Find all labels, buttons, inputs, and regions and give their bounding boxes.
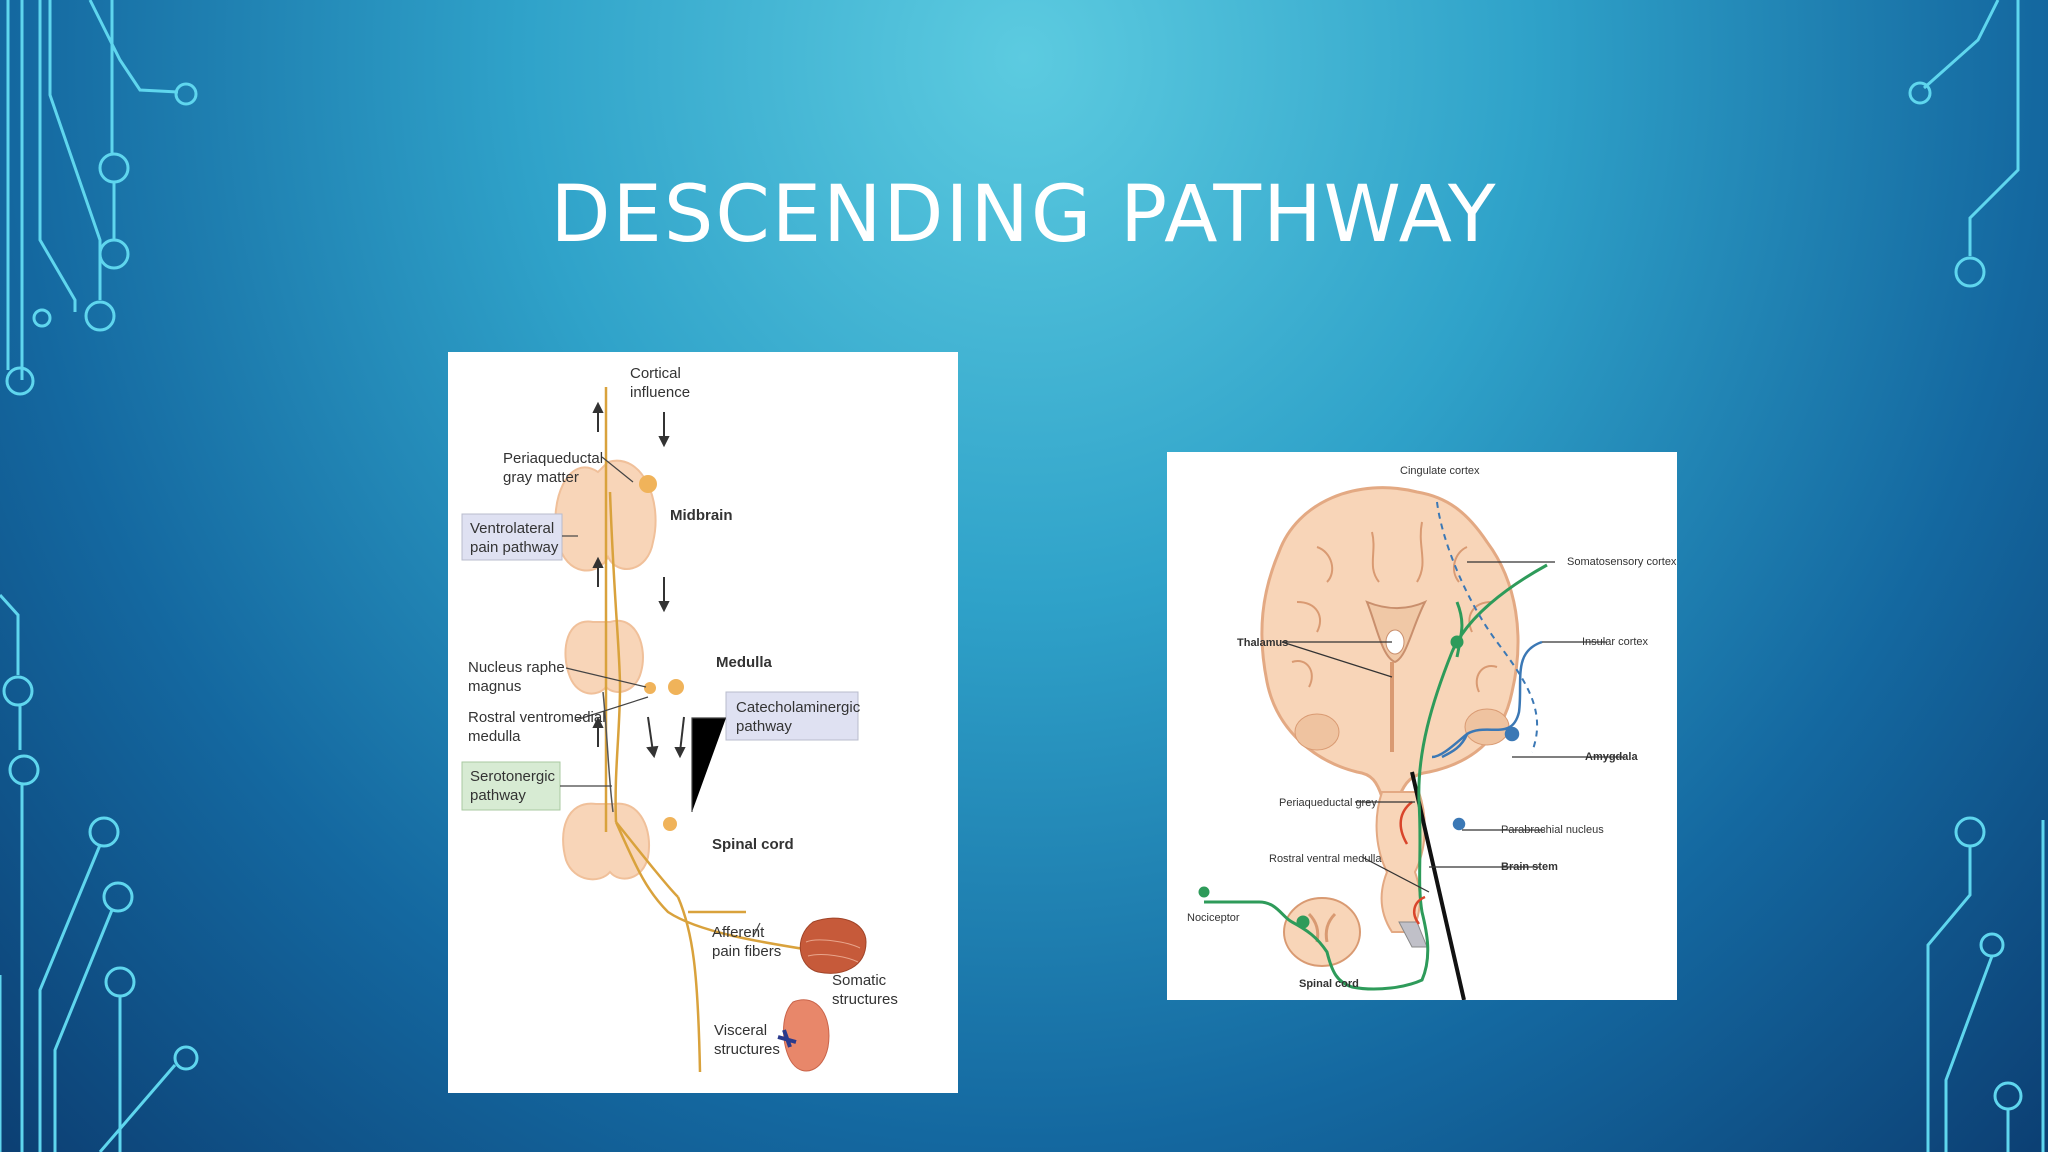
- brain-stem-shape: [1375, 791, 1426, 933]
- rostral-ventral-label: Rostral ventral medulla: [1269, 853, 1382, 865]
- midbrain-label: Midbrain: [670, 507, 733, 524]
- somatic-structure-shape: [799, 917, 867, 974]
- spinal-cord-shape: [562, 802, 650, 881]
- brain-stem-label: Brain stem: [1501, 861, 1558, 873]
- parabrachial-label: Parabrachial nucleus: [1501, 824, 1604, 836]
- spinal-cord-section: [1283, 897, 1361, 967]
- ascending-green-path: [1198, 563, 1548, 991]
- catecholaminergic-box: [725, 691, 859, 741]
- slide-title: DESCENDING PATHWAY: [550, 170, 1498, 260]
- blue-path: [1431, 640, 1543, 831]
- leader-lines: [1281, 561, 1625, 893]
- periaqueductal-nucleus: [639, 475, 657, 493]
- red-arrows: [1399, 801, 1426, 925]
- medulla-shape: [564, 619, 644, 695]
- circuit-decoration-right: [1908, 0, 2045, 1152]
- spinal-nucleus: [663, 817, 677, 831]
- thalamus-label: Thalamus: [1237, 637, 1288, 649]
- spinal-cord-label-right: Spinal cord: [1299, 978, 1359, 990]
- brain-pain-pathway-diagram: Cingulate cortex Somatosensory cortex Th…: [1167, 452, 1677, 1001]
- rvm-nucleus: [668, 679, 684, 695]
- ventrolateral-box: [461, 513, 563, 561]
- somatosensory-label: Somatosensory cortex: [1567, 556, 1677, 568]
- visceral-structure-shape: [777, 999, 830, 1072]
- amygdala-label: Amygdala: [1585, 751, 1638, 763]
- cingulate-label: Cingulate cortex: [1400, 465, 1480, 477]
- brain-pain-pathway-svg: Cingulate cortex Somatosensory cortex Th…: [1187, 465, 1677, 1001]
- nociceptor-label: Nociceptor: [1187, 912, 1240, 924]
- medulla-label: Medulla: [716, 654, 772, 671]
- insular-label: Insular cortex: [1582, 636, 1649, 648]
- circuit-decoration-left: [0, 0, 199, 1152]
- raphe-nucleus: [644, 682, 656, 694]
- periaqueductal-grey-label: Periaqueductal grey: [1279, 797, 1377, 809]
- spinal-cord-label: Spinal cord: [712, 836, 794, 853]
